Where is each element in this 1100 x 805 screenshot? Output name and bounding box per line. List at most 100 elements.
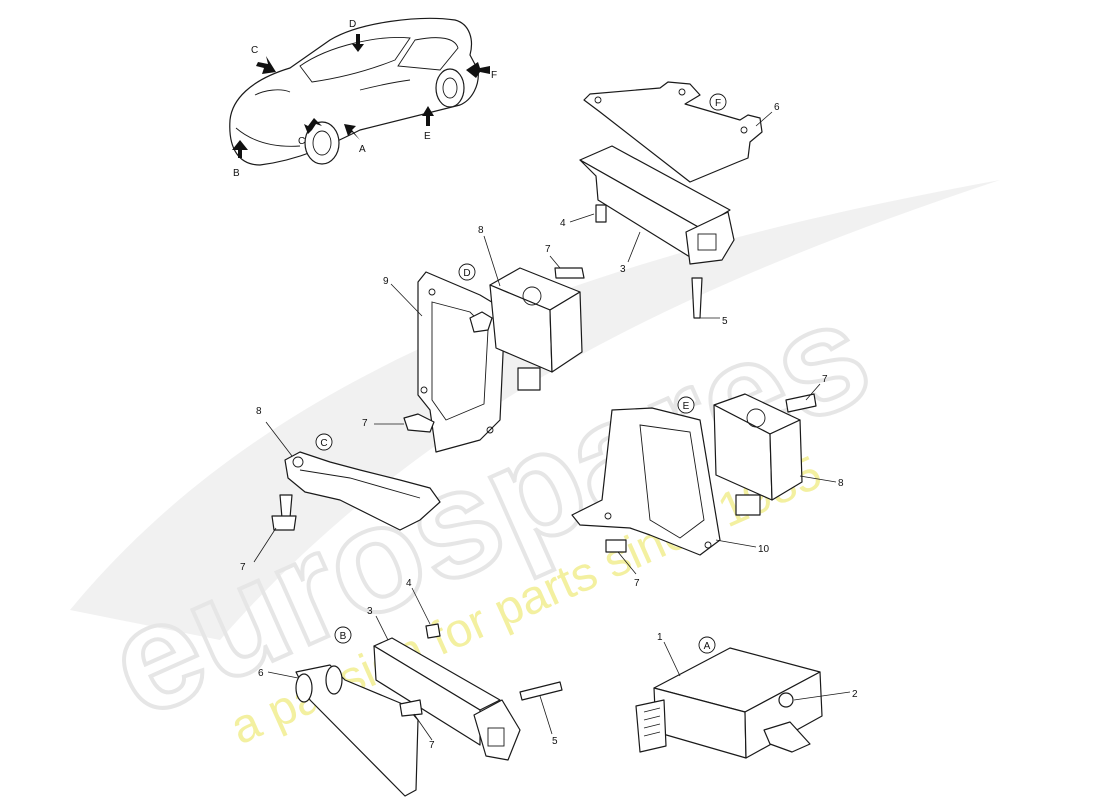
group-a — [635, 647, 823, 759]
connector-socket — [697, 233, 717, 251]
module-eyelet — [522, 286, 542, 306]
module-8-d-side — [549, 291, 583, 373]
bolt-7-e — [785, 393, 817, 413]
car-side-window — [397, 37, 459, 71]
location-label: E — [424, 131, 431, 142]
bracket-hole — [604, 512, 612, 520]
part-number: 6 — [258, 668, 264, 679]
section-badge — [677, 396, 695, 414]
bracket-f — [583, 81, 763, 183]
car-front-hub — [312, 130, 332, 156]
arrow-icon-b — [232, 140, 248, 158]
screw-4-top — [595, 204, 607, 223]
car-front-wheel — [304, 121, 340, 165]
bolt-7-d — [554, 267, 585, 279]
bolt-7-d-lower — [403, 413, 435, 433]
module-8-e-side — [769, 419, 803, 501]
bracket-hole — [594, 96, 602, 104]
watermark: eurospares a passion for parts since 198… — [70, 180, 1000, 755]
location-label: A — [359, 144, 366, 155]
nut-2 — [778, 692, 794, 708]
module-eyelet — [746, 408, 766, 428]
group-b — [295, 623, 563, 797]
section-label: C — [320, 438, 327, 449]
watermark-swoosh — [70, 180, 1000, 640]
part-number: 8 — [256, 406, 262, 417]
nut-d — [469, 311, 493, 333]
arrow-icon-a — [344, 124, 360, 140]
section-badge — [698, 636, 716, 654]
section-label: F — [715, 98, 721, 109]
part-number: 5 — [552, 736, 558, 747]
bracket-10-cutout — [639, 424, 705, 539]
screw-5-top — [691, 277, 703, 319]
screw-5-b — [519, 681, 563, 701]
bracket-hole — [678, 88, 686, 96]
part-number: 2 — [852, 689, 858, 700]
part-number: 4 — [560, 218, 566, 229]
location-label: C — [298, 136, 305, 147]
car-door-line — [359, 79, 411, 91]
location-arrows — [232, 34, 490, 158]
car-rear-wheel — [435, 68, 465, 108]
bolt-7-e-lower — [605, 539, 627, 553]
part-number: 8 — [478, 225, 484, 236]
connector-pins — [643, 707, 661, 737]
car-grille-line — [235, 127, 301, 147]
car-body — [229, 17, 479, 166]
location-label: F — [491, 70, 497, 81]
section-badge — [458, 263, 476, 281]
section-labels: F D E C B A — [315, 93, 727, 654]
bracket-ring — [325, 665, 343, 695]
bolt-7-c-shank — [279, 494, 293, 519]
sensor-b-side — [373, 645, 481, 746]
part-number: 7 — [429, 740, 435, 751]
part-number: 8 — [838, 478, 844, 489]
part-number: 6 — [774, 102, 780, 113]
location-label: B — [233, 168, 240, 179]
section-badge — [315, 433, 333, 451]
section-label: E — [683, 401, 690, 412]
section-label: A — [704, 641, 711, 652]
control-unit-side — [744, 671, 823, 759]
part-number: 10 — [758, 544, 770, 555]
module-8-d-plug — [517, 367, 541, 391]
car-bonnet-vent — [254, 89, 291, 96]
car-overview — [229, 17, 479, 166]
part-number: 3 — [367, 606, 373, 617]
part-number: 3 — [620, 264, 626, 275]
section-badge — [709, 93, 727, 111]
screw-4-b — [425, 623, 441, 639]
bracket-8-c — [284, 451, 441, 531]
group-d — [403, 267, 585, 453]
bracket-hole — [486, 426, 494, 434]
part-number: 9 — [383, 276, 389, 287]
group-e — [571, 393, 817, 556]
bracket-ring — [295, 673, 313, 703]
arrow-icon-c-bottom — [304, 118, 322, 134]
arrow-icon-d — [352, 34, 364, 52]
part-number: 7 — [240, 562, 246, 573]
sensor-b-connector — [473, 699, 521, 761]
bracket-hole — [292, 456, 304, 468]
bolt-7-c-head — [271, 515, 297, 531]
bracket-hole — [420, 386, 428, 394]
part-number: 7 — [634, 578, 640, 589]
part-number: 1 — [657, 632, 663, 643]
leader-lines — [253, 111, 851, 741]
part-number: 5 — [722, 316, 728, 327]
part-numbers: 6 4 3 5 8 7 9 7 8 7 8 10 7 7 4 3 6 7 5 1… — [240, 102, 858, 751]
arrow-icon-f — [466, 62, 490, 78]
part-number: 4 — [406, 578, 412, 589]
part-number: 7 — [362, 418, 368, 429]
connector-socket — [487, 727, 505, 747]
section-label: D — [463, 268, 470, 279]
bracket-hole — [428, 288, 436, 296]
location-label: C — [251, 45, 258, 56]
group-f — [579, 81, 763, 319]
part-number: 7 — [822, 374, 828, 385]
location-label: D — [349, 19, 356, 30]
bracket-c-edge — [299, 469, 421, 499]
